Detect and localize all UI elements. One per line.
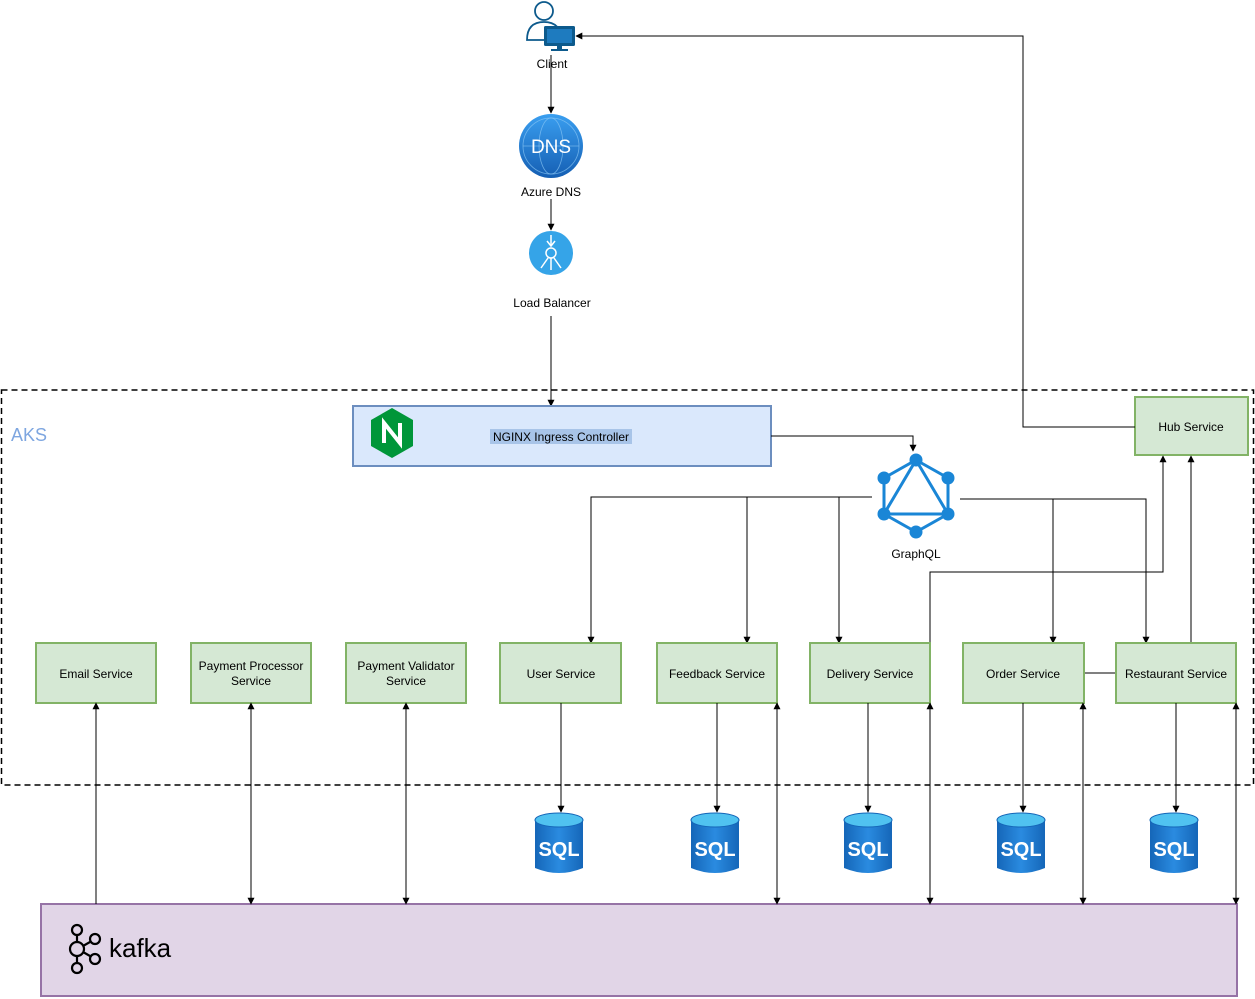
aks-boundary: [0, 389, 1255, 786]
service-label: User Service: [527, 667, 596, 681]
dns-icon-text: DNS: [531, 137, 571, 158]
sql-label: SQL: [694, 839, 735, 861]
service-label-line2: Service: [231, 674, 271, 688]
service-label: Delivery Service: [827, 667, 914, 681]
sql-database-icon: SQL: [690, 812, 740, 873]
service-label-line2: Service: [386, 674, 426, 688]
edge-delivery-hub: [929, 455, 1167, 643]
service-email: Email Service: [35, 642, 157, 704]
sql-database-icon: SQL: [996, 812, 1046, 873]
sql-label: SQL: [1153, 839, 1194, 861]
service-label: Feedback Service: [669, 667, 765, 681]
hub-service-box: [1134, 396, 1249, 456]
sql-database-icon: SQL: [843, 812, 893, 873]
sql-label: SQL: [538, 839, 579, 861]
service-user: User Service: [499, 642, 622, 704]
graphql-icon: [877, 453, 955, 539]
service-restaurant: Restaurant Service: [1115, 642, 1237, 704]
service-payment-validator: Payment Validator Service: [345, 642, 467, 704]
kafka-label: kafka: [109, 933, 172, 963]
edge-graphql-restaurant: [960, 498, 1150, 644]
client-icon: [526, 1, 575, 51]
nginx-logo-icon: [371, 408, 413, 458]
edge-hub-client: [575, 32, 1135, 428]
service-label: Payment Processor: [199, 659, 304, 673]
azure-dns-label: Azure DNS: [521, 185, 581, 199]
load-balancer-icon: [529, 231, 573, 275]
sql-label: SQL: [1000, 839, 1041, 861]
aks-label: AKS: [11, 425, 47, 445]
service-label: Order Service: [986, 667, 1060, 681]
sql-database-icon: SQL: [1149, 812, 1199, 873]
kafka-bus: [40, 903, 1238, 997]
client-label: Client: [537, 57, 568, 71]
service-delivery: Delivery Service: [809, 642, 931, 704]
service-payment-processor: Payment Processor Service: [190, 642, 312, 704]
service-order: Order Service: [962, 642, 1085, 704]
service-label: Email Service: [59, 667, 133, 681]
service-label: Payment Validator: [357, 659, 454, 673]
nginx-label-highlight: [490, 429, 632, 444]
load-balancer-label: Load Balancer: [513, 296, 590, 310]
edge-nginx-graphql: [771, 435, 917, 452]
graphql-label: GraphQL: [891, 547, 941, 561]
hub-service-label: Hub Service: [1158, 420, 1224, 434]
service-feedback: Feedback Service: [656, 642, 778, 704]
dns-icon: DNS: [519, 114, 583, 178]
edge-graphql-user: [587, 496, 872, 644]
service-label: Restaurant Service: [1125, 667, 1227, 681]
sql-label: SQL: [847, 839, 888, 861]
sql-database-icon: SQL: [534, 812, 584, 873]
nginx-label: NGINX Ingress Controller: [493, 430, 629, 444]
kafka-logo-icon: [68, 923, 102, 975]
nginx-ingress-box: [352, 405, 772, 467]
